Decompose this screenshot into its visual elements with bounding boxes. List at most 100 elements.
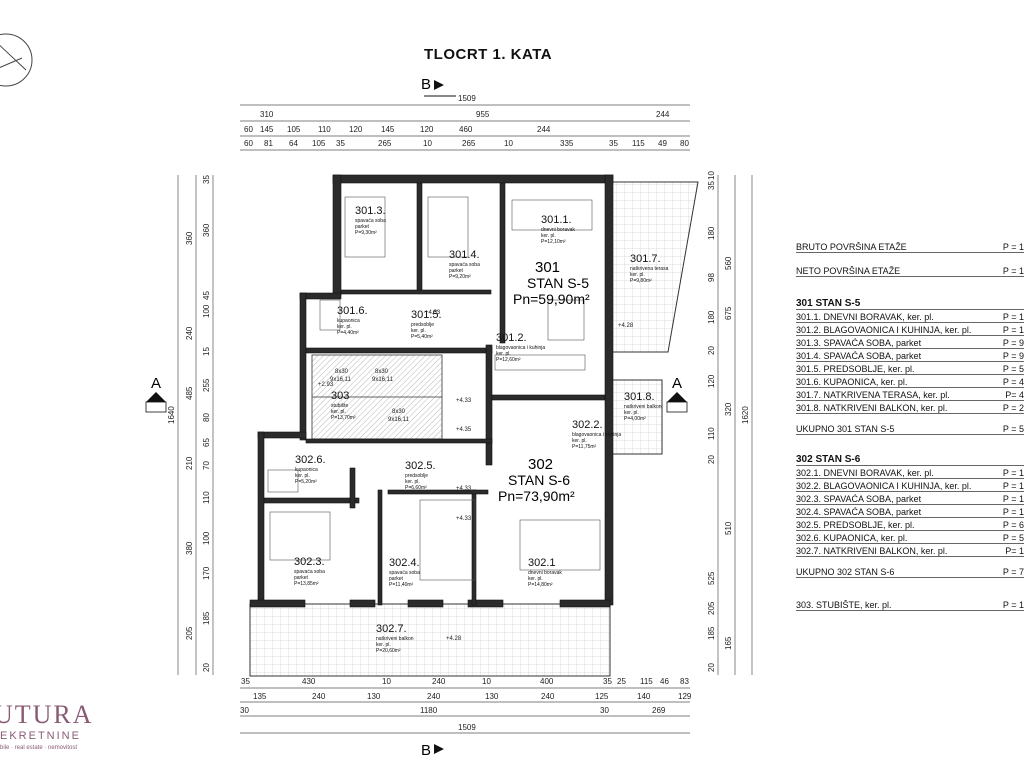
stairwell-303 bbox=[311, 354, 443, 440]
svg-text:302: 302 bbox=[528, 456, 553, 473]
svg-text:302.2.: 302.2. bbox=[572, 419, 603, 431]
svg-text:301.1.: 301.1. bbox=[541, 214, 572, 226]
svg-text:parket: parket bbox=[294, 575, 309, 581]
dim-bottom-row3: 30 bbox=[240, 706, 249, 715]
svg-text:302.3.: 302.3. bbox=[294, 556, 325, 568]
legend-s5-row: 301.8. NATKRIVENI BALKON, ker. pl.P = 2 bbox=[796, 403, 1024, 414]
dim-right-inner: 120 bbox=[707, 374, 716, 388]
legend-s5-row: 301.5. PREDSOBLJE, ker. pl.P = 5 bbox=[796, 364, 1024, 375]
dim-left-inner: 100 bbox=[202, 531, 211, 545]
dim-right-mid: 165 bbox=[724, 636, 733, 650]
dim-left-inner: 170 bbox=[202, 566, 211, 580]
dim-top-row3: 244 bbox=[537, 125, 551, 134]
dim-bottom-row3: 269 bbox=[652, 706, 666, 715]
svg-text:ker. pl.: ker. pl. bbox=[528, 576, 543, 582]
dim-top-row4: 115 bbox=[632, 139, 645, 148]
svg-text:301.6.: 301.6. bbox=[337, 305, 368, 317]
dim-top-row4: 64 bbox=[289, 139, 298, 148]
dim-top-row3: 145 bbox=[260, 125, 274, 134]
svg-text:301.8.: 301.8. bbox=[624, 391, 655, 403]
svg-text:8x30: 8x30 bbox=[392, 409, 406, 415]
svg-text:A: A bbox=[672, 375, 682, 392]
svg-text:Pn=59,90m²: Pn=59,90m² bbox=[513, 291, 590, 307]
company-logo: UTURA EKRETNINE bile · real estate · nem… bbox=[0, 700, 130, 751]
dim-left-inner: 70 bbox=[202, 461, 211, 470]
dim-left-mid: 240 bbox=[185, 326, 194, 340]
svg-text:predsoblje: predsoblje bbox=[411, 322, 434, 328]
svg-text:ker. pl.: ker. pl. bbox=[541, 233, 556, 239]
legend-s6-row: 302.2. BLAGOVAONICA I KUHINJA, ker. pl.P… bbox=[796, 481, 1024, 492]
svg-text:kupaonica: kupaonica bbox=[295, 467, 318, 473]
dimension-lines bbox=[177, 104, 753, 734]
svg-text:301.7.: 301.7. bbox=[630, 253, 661, 265]
svg-text:P=9,20m²: P=9,20m² bbox=[449, 274, 471, 280]
svg-text:+4.33: +4.33 bbox=[456, 398, 472, 404]
dim-left-inner: 45 bbox=[202, 291, 211, 300]
dim-bottom-row3: 30 bbox=[600, 706, 609, 715]
dim-bottom-row2: 129 bbox=[678, 692, 692, 701]
svg-text:stubište: stubište bbox=[331, 403, 348, 409]
plan-title: TLOCRT 1. KATA bbox=[424, 46, 553, 63]
svg-text:301.5.: 301.5. bbox=[411, 309, 442, 321]
dim-left-inner: 255 bbox=[202, 378, 211, 392]
svg-text:302.5.: 302.5. bbox=[405, 460, 436, 472]
dim-right-inner: 20 bbox=[707, 663, 716, 672]
dim-bottom-row1: 400 bbox=[540, 677, 554, 686]
dim-top-row4: 10 bbox=[423, 139, 432, 148]
logo-wordmark: UTURA bbox=[0, 700, 94, 729]
svg-text:ker. pl.: ker. pl. bbox=[572, 438, 587, 444]
svg-text:P=11,40m²: P=11,40m² bbox=[389, 582, 414, 588]
svg-text:P=20,60m²: P=20,60m² bbox=[376, 648, 401, 654]
svg-text:302.6.: 302.6. bbox=[295, 454, 326, 466]
dim-bottom-row1: 430 bbox=[302, 677, 316, 686]
svg-text:parket: parket bbox=[449, 268, 464, 274]
dim-right-inner: 20 bbox=[707, 455, 716, 464]
svg-text:302.1: 302.1 bbox=[528, 557, 556, 569]
dim-bottom-row1: 10 bbox=[482, 677, 491, 686]
dim-left-inner: 35 bbox=[202, 175, 211, 184]
svg-text:spavaća soba: spavaća soba bbox=[355, 218, 386, 224]
dim-bottom-row2: 240 bbox=[541, 692, 555, 701]
dim-top-row4: 265 bbox=[462, 139, 476, 148]
svg-text:302.7.: 302.7. bbox=[376, 623, 407, 635]
legend-s5-row: 301.6. KUPAONICA, ker. pl.P = 4 bbox=[796, 377, 1024, 388]
dim-right-extra: 560 bbox=[724, 256, 733, 270]
svg-text:301.3.: 301.3. bbox=[355, 205, 386, 217]
dim-top-row4: 10 bbox=[504, 139, 513, 148]
svg-text:P=4,00m²: P=4,00m² bbox=[624, 416, 646, 422]
dim-left-total: 1640 bbox=[167, 406, 176, 424]
svg-text:ker. pl.: ker. pl. bbox=[376, 642, 391, 648]
dim-top-row4: 80 bbox=[680, 139, 689, 148]
svg-text:P=9,80m²: P=9,80m² bbox=[630, 278, 652, 284]
dim-top-row3: 460 bbox=[459, 125, 473, 134]
dim-right-inner: 205 bbox=[707, 601, 716, 615]
dim-bottom-row1: 35 bbox=[241, 677, 250, 686]
dim-bottom-row1: 83 bbox=[680, 677, 689, 686]
svg-text:dnevni boravak: dnevni boravak bbox=[528, 570, 562, 576]
svg-text:blagovaonica i kuhinja: blagovaonica i kuhinja bbox=[496, 345, 545, 351]
section-marker-b-top: B bbox=[421, 76, 456, 97]
svg-text:ker. pl.: ker. pl. bbox=[624, 410, 639, 416]
dim-top-row3: 120 bbox=[420, 125, 434, 134]
svg-text:9x16,11: 9x16,11 bbox=[330, 377, 352, 383]
dim-right-inner: 35 bbox=[707, 181, 716, 190]
svg-text:Pn=73,90m²: Pn=73,90m² bbox=[498, 488, 575, 504]
dim-top-row4: 35 bbox=[609, 139, 618, 148]
svg-text:blagovaonica i kuhinja: blagovaonica i kuhinja bbox=[572, 432, 621, 438]
dim-top-row4: 60 bbox=[244, 139, 253, 148]
svg-text:P=14,80m²: P=14,80m² bbox=[528, 582, 553, 588]
level-markers: +4.33 +4.28 +4.33 +2.93 +4.35 +4.33 +4.3… bbox=[318, 310, 634, 642]
dim-right-inner: 110 bbox=[707, 427, 716, 440]
